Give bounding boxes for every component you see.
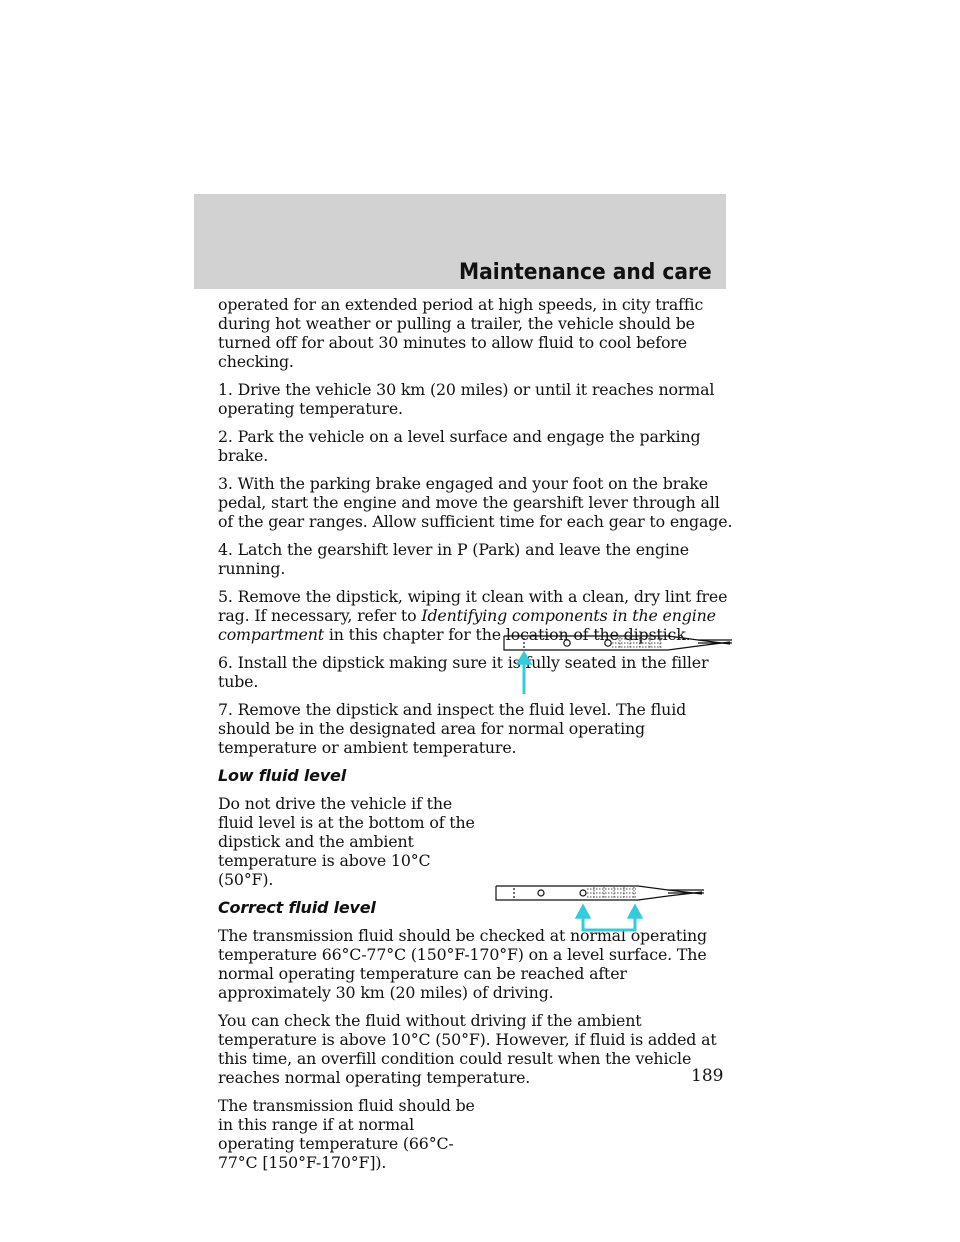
correct-fluid-dipstick-illustration (495, 885, 704, 932)
step-1: 1. Drive the vehicle 30 km (20 miles) or… (218, 380, 715, 418)
step-5-text-b: in this chapter for the location of the … (328, 625, 691, 644)
low-fluid-text: Do not drive the vehicle if the fluid le… (218, 794, 475, 889)
low-level-arrow-icon (515, 650, 533, 694)
header-band: Maintenance and care (194, 194, 726, 289)
correct-range-bracket-icon (574, 903, 644, 932)
step-5-text-a: 5. Remove the dipstick, wiping it clean … (218, 587, 728, 625)
correct-fluid-text-2: You can check the fluid without driving … (218, 1011, 717, 1087)
low-fluid-dipstick-illustration (503, 635, 732, 694)
step-7: 7. Remove the dipstick and inspect the f… (218, 700, 687, 757)
correct-fluid-text-3: The transmission fluid should be in this… (218, 1096, 475, 1172)
dipstick-icon (495, 885, 704, 901)
dipstick-icon (503, 635, 732, 651)
section-title: Maintenance and care (459, 260, 712, 285)
step-6: 6. Install the dipstick making sure it i… (218, 653, 709, 691)
step-3: 3. With the parking brake engaged and yo… (218, 474, 733, 531)
step-5-reference: Identifying components in the engine com… (218, 606, 716, 644)
low-fluid-heading: Low fluid level (218, 766, 346, 785)
step-4: 4. Latch the gearshift lever in P (Park)… (218, 540, 690, 578)
step-2: 2. Park the vehicle on a level surface a… (218, 427, 701, 465)
paragraph-intro: operated for an extended period at high … (218, 295, 704, 371)
correct-fluid-text-1: The transmission fluid should be checked… (218, 926, 707, 1002)
page-content: operated for an extended period at high … (218, 295, 733, 1181)
step-5: 5. Remove the dipstick, wiping it clean … (218, 587, 733, 644)
correct-fluid-heading: Correct fluid level (218, 898, 376, 917)
page-number: 189 (691, 1066, 724, 1086)
